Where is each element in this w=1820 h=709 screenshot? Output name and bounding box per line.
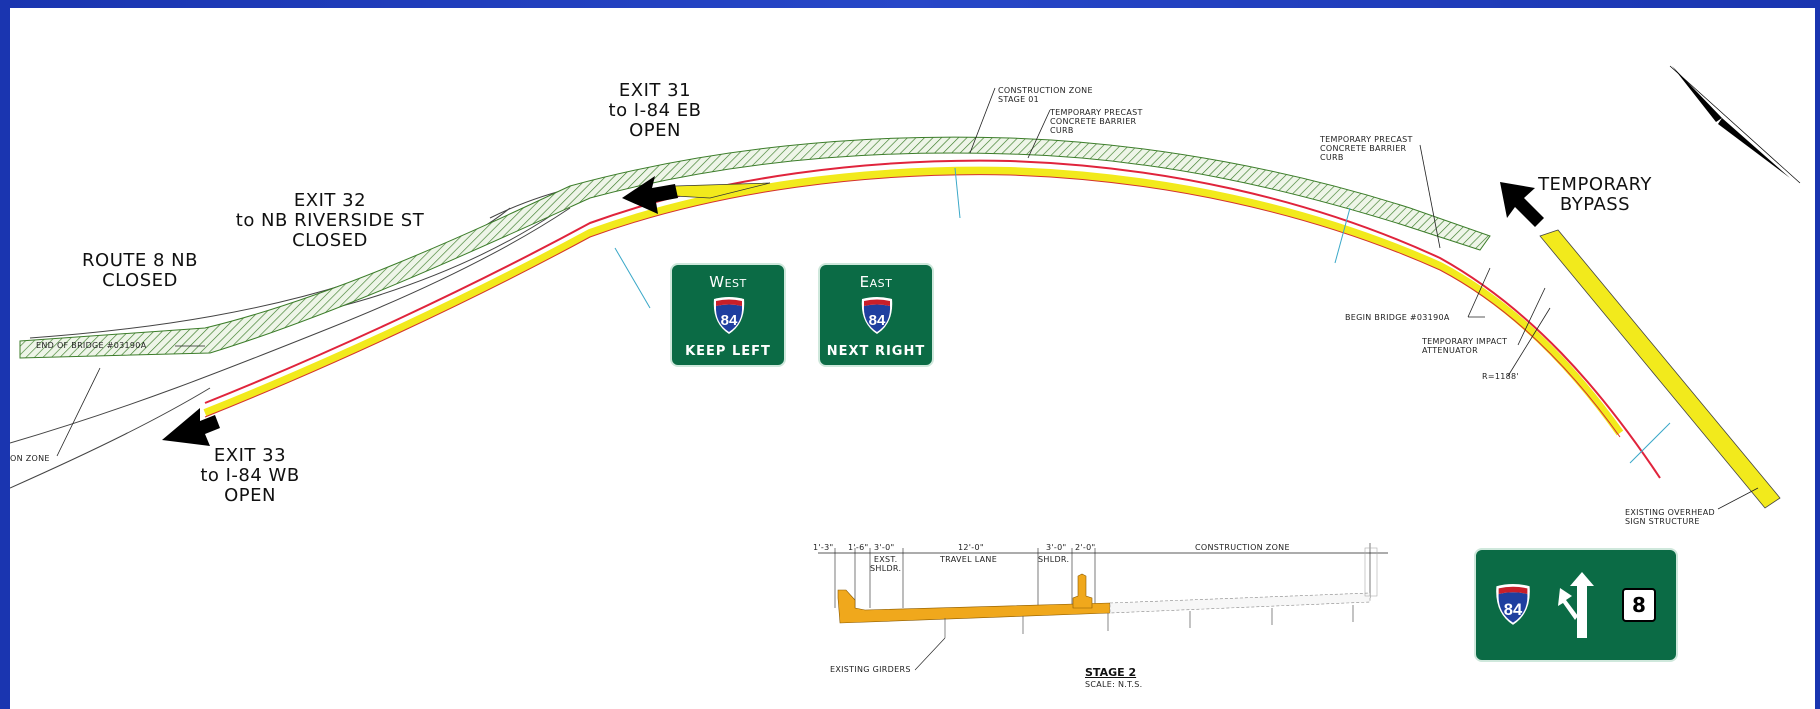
plan-sheet: EXIT 31 to I-84 EB OPEN EXIT 32 to NB RI… (10, 8, 1815, 709)
dim-construction-zone: CONSTRUCTION ZONE (1195, 543, 1290, 552)
callout-construction-zone: CONSTRUCTION ZONE STAGE 01 (998, 86, 1093, 104)
interstate-shield-icon: 84 (713, 297, 745, 334)
section-title: STAGE 2 (1085, 666, 1137, 679)
east-84-sign: East 84 NEXT RIGHT (818, 263, 934, 367)
exit31-label: EXIT 31 to I-84 EB OPEN (585, 81, 725, 141)
exit33-label: EXIT 33 to I-84 WB OPEN (180, 446, 320, 506)
sublabel-exst-shldr: EXST. SHLDR. (870, 555, 902, 573)
section-scale: SCALE: N.T.S. (1085, 680, 1143, 689)
west-84-sign: West 84 KEEP LEFT (670, 263, 786, 367)
bypass-roadway (1539, 229, 1781, 509)
dim-2: 1'-6" (848, 543, 869, 552)
exit33-arrow (162, 408, 220, 446)
callout-begin-bridge: BEGIN BRIDGE #03190A (1345, 313, 1450, 322)
exit32-line3: CLOSED (292, 230, 368, 251)
bypass-line2: BYPASS (1559, 194, 1631, 215)
bypass-label: TEMPORARY BYPASS (1530, 175, 1660, 215)
exit32-label: EXIT 32 to NB RIVERSIDE ST CLOSED (210, 191, 450, 251)
roadway-edge-line (204, 159, 1661, 479)
exit33-line2: to I-84 WB (200, 465, 300, 486)
lane-assignment-sign: 84 8 (1474, 548, 1678, 662)
dim-4: 12'-0" (958, 543, 984, 552)
lane-sign-interstate-route: 84 (1504, 600, 1523, 619)
dim-5: 3'-0" (1046, 543, 1067, 552)
exit31-line1: EXIT 31 (618, 80, 692, 101)
west-sign-instruction: KEEP LEFT (685, 344, 771, 359)
callout-overhead-sign: EXISTING OVERHEAD SIGN STRUCTURE (1625, 508, 1715, 526)
exit31-arrow (622, 176, 678, 214)
bypass-arrow (1500, 182, 1544, 227)
callout-temp-barrier-right: TEMPORARY PRECAST CONCRETE BARRIER CURB (1320, 135, 1413, 162)
east-sign-direction: East (859, 273, 893, 291)
east-sign-instruction: NEXT RIGHT (826, 344, 926, 359)
exit33-line1: EXIT 33 (213, 445, 287, 466)
construction-zone-hatch (19, 136, 1491, 359)
exit33-line3: OPEN (224, 485, 276, 506)
cross-section (818, 543, 1388, 671)
route8-line1: ROUTE 8 NB (82, 250, 198, 271)
dim-6: 2'-0" (1075, 543, 1096, 552)
interstate-shield-icon: 84 (1496, 584, 1530, 625)
callout-impact-attenuator: TEMPORARY IMPACT ATTENUATOR (1422, 337, 1508, 355)
callout-on-zone: ON ZONE (10, 454, 50, 463)
sublabel-travel-lane: TRAVEL LANE (940, 555, 998, 564)
route-8-shield: 8 (1622, 588, 1656, 622)
route8-label: ROUTE 8 NB CLOSED (65, 251, 215, 291)
dim-3: 3'-0" (874, 543, 895, 552)
bypass-line1: TEMPORARY (1538, 174, 1652, 195)
exit31-line3: OPEN (629, 120, 681, 141)
west-sign-route: 84 (721, 312, 738, 329)
station-leaders (614, 167, 1671, 464)
interstate-shield-icon: 84 (861, 297, 893, 334)
callout-end-bridge: END OF BRIDGE #03190A (36, 341, 147, 350)
north-arrow (1669, 65, 1801, 184)
existing-girders-label: EXISTING GIRDERS (830, 665, 911, 674)
callout-leaders (56, 87, 1759, 510)
west-sign-direction: West (709, 273, 747, 291)
lane-arrow-icon (1558, 572, 1594, 638)
east-sign-route: 84 (869, 312, 886, 329)
route8-line2: CLOSED (102, 270, 178, 291)
exit32-line2: to NB RIVERSIDE ST (235, 210, 425, 231)
callout-temp-barrier-top: TEMPORARY PRECAST CONCRETE BARRIER CURB (1050, 108, 1143, 135)
callout-radius: R=1188' (1482, 372, 1519, 381)
sublabel-shldr: SHLDR. (1038, 555, 1070, 564)
roadway-plan (10, 65, 1801, 671)
dim-1: 1'-3" (813, 543, 834, 552)
exit32-line1: EXIT 32 (293, 190, 367, 211)
exit31-line2: to I-84 EB (608, 100, 702, 121)
temporary-roadway (203, 166, 1624, 436)
